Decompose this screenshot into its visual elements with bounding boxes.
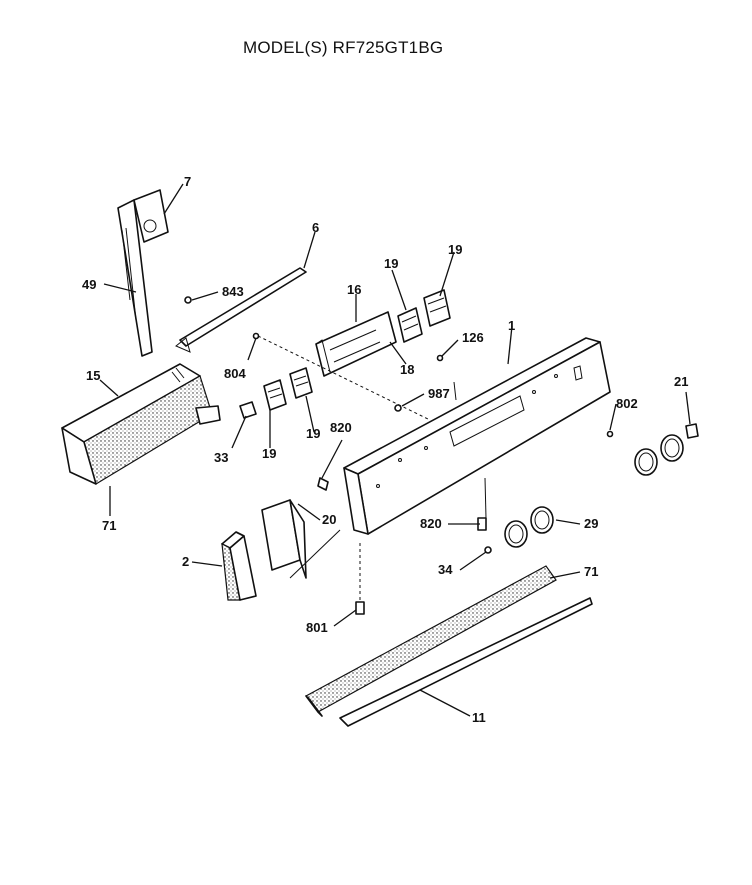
- assembly-lines: [257, 335, 487, 519]
- callout-19-upper-b: 19: [448, 242, 462, 257]
- diagram-title: MODEL(S) RF725GT1BG: [243, 38, 444, 57]
- part-820-screw-upper: [317, 477, 329, 491]
- callout-11: 11: [472, 710, 486, 725]
- callout-2: 2: [182, 554, 189, 569]
- part-29-knob-a: [504, 520, 528, 548]
- part-11-lower-strip: [339, 597, 593, 727]
- part-1-control-panel: [343, 337, 611, 535]
- part-33-clip: [239, 401, 257, 419]
- callout-6: 6: [312, 220, 319, 235]
- part-19-switch-upper-a: [397, 307, 423, 343]
- callout-21: 21: [674, 374, 688, 389]
- part-19-switch-lower-b: [289, 367, 313, 399]
- callout-802: 802: [616, 396, 638, 411]
- callout-71-right: 71: [584, 564, 598, 579]
- part-802-screw: [606, 430, 614, 438]
- knob-right-a: [634, 448, 658, 476]
- callout-7: 7: [184, 174, 191, 189]
- callout-18: 18: [400, 362, 414, 377]
- callout-71-left: 71: [102, 518, 116, 533]
- part-2-end-piece: [221, 531, 257, 601]
- part-19-switch-lower-a: [263, 379, 287, 411]
- part-16-control-board: [315, 311, 397, 377]
- callout-49: 49: [82, 277, 96, 292]
- callout-820-lower: 820: [420, 516, 442, 531]
- part-71-lower-trim: [305, 565, 557, 717]
- callout-16: 16: [347, 282, 361, 297]
- callout-33: 33: [214, 450, 228, 465]
- part-20-bracket: [261, 499, 341, 579]
- part-801-screw: [355, 540, 365, 615]
- callout-34: 34: [438, 562, 453, 577]
- part-19-switch-upper-b: [423, 289, 451, 327]
- callout-820-upper: 820: [330, 420, 352, 435]
- part-820-screw-lower: [477, 517, 487, 531]
- callout-1: 1: [508, 318, 515, 333]
- part-843-screw: [184, 296, 192, 304]
- part-987-screw: [394, 404, 402, 412]
- part-804-screw: [252, 332, 260, 340]
- part-126-screw: [436, 354, 444, 362]
- part-21-clip: [685, 423, 699, 439]
- callout-15: 15: [86, 368, 100, 383]
- part-15-end-cap: [61, 363, 221, 485]
- callout-labels: 7 49 6 843 16 19 19 126 1 804 18 15 987 …: [82, 174, 688, 725]
- part-29-knob-b: [530, 506, 554, 534]
- part-34-screw: [484, 546, 492, 554]
- part-6-rod: [175, 267, 307, 353]
- callout-987: 987: [428, 386, 450, 401]
- callout-804: 804: [224, 366, 246, 381]
- part-7-49-rear-bracket: [117, 189, 169, 357]
- callout-29: 29: [584, 516, 598, 531]
- callout-801: 801: [306, 620, 328, 635]
- callout-843: 843: [222, 284, 244, 299]
- callout-19-upper-a: 19: [384, 256, 398, 271]
- callout-20: 20: [322, 512, 336, 527]
- knob-right-b: [660, 434, 684, 462]
- callout-19-lower-b: 19: [306, 426, 320, 441]
- leader-lines: [99, 183, 691, 717]
- callout-19-lower-a: 19: [262, 446, 276, 461]
- callout-126: 126: [462, 330, 484, 345]
